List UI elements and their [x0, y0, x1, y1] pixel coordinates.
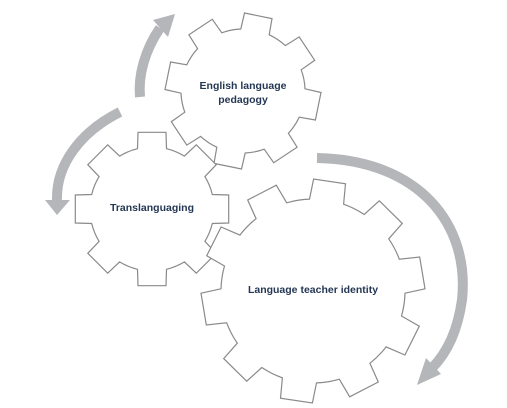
gear-trans-outline: [74, 131, 230, 287]
cycle-arrows: [45, 14, 468, 385]
arrow-left-down-head: [45, 200, 70, 215]
gear-english-language-pedagogy: [164, 12, 322, 170]
gear-language-teacher-identity: [200, 178, 426, 404]
arrow-up-right: [134, 25, 165, 98]
label-pedagogy-line2: pedagogy: [218, 94, 268, 106]
arrow-left-down: [51, 107, 123, 201]
gear-translanguaging: [74, 131, 230, 287]
gear-pedagogy-outline: [164, 12, 322, 170]
arrow-right-down: [316, 153, 468, 372]
label-teacher-identity: Language teacher identity: [248, 284, 378, 296]
arrow-right-down-head: [417, 358, 441, 385]
label-pedagogy-line1: English language: [200, 80, 287, 92]
arrow-up-right-head: [153, 14, 175, 37]
label-translanguaging: Translanguaging: [110, 202, 194, 214]
gear-identity-outline: [200, 178, 426, 404]
